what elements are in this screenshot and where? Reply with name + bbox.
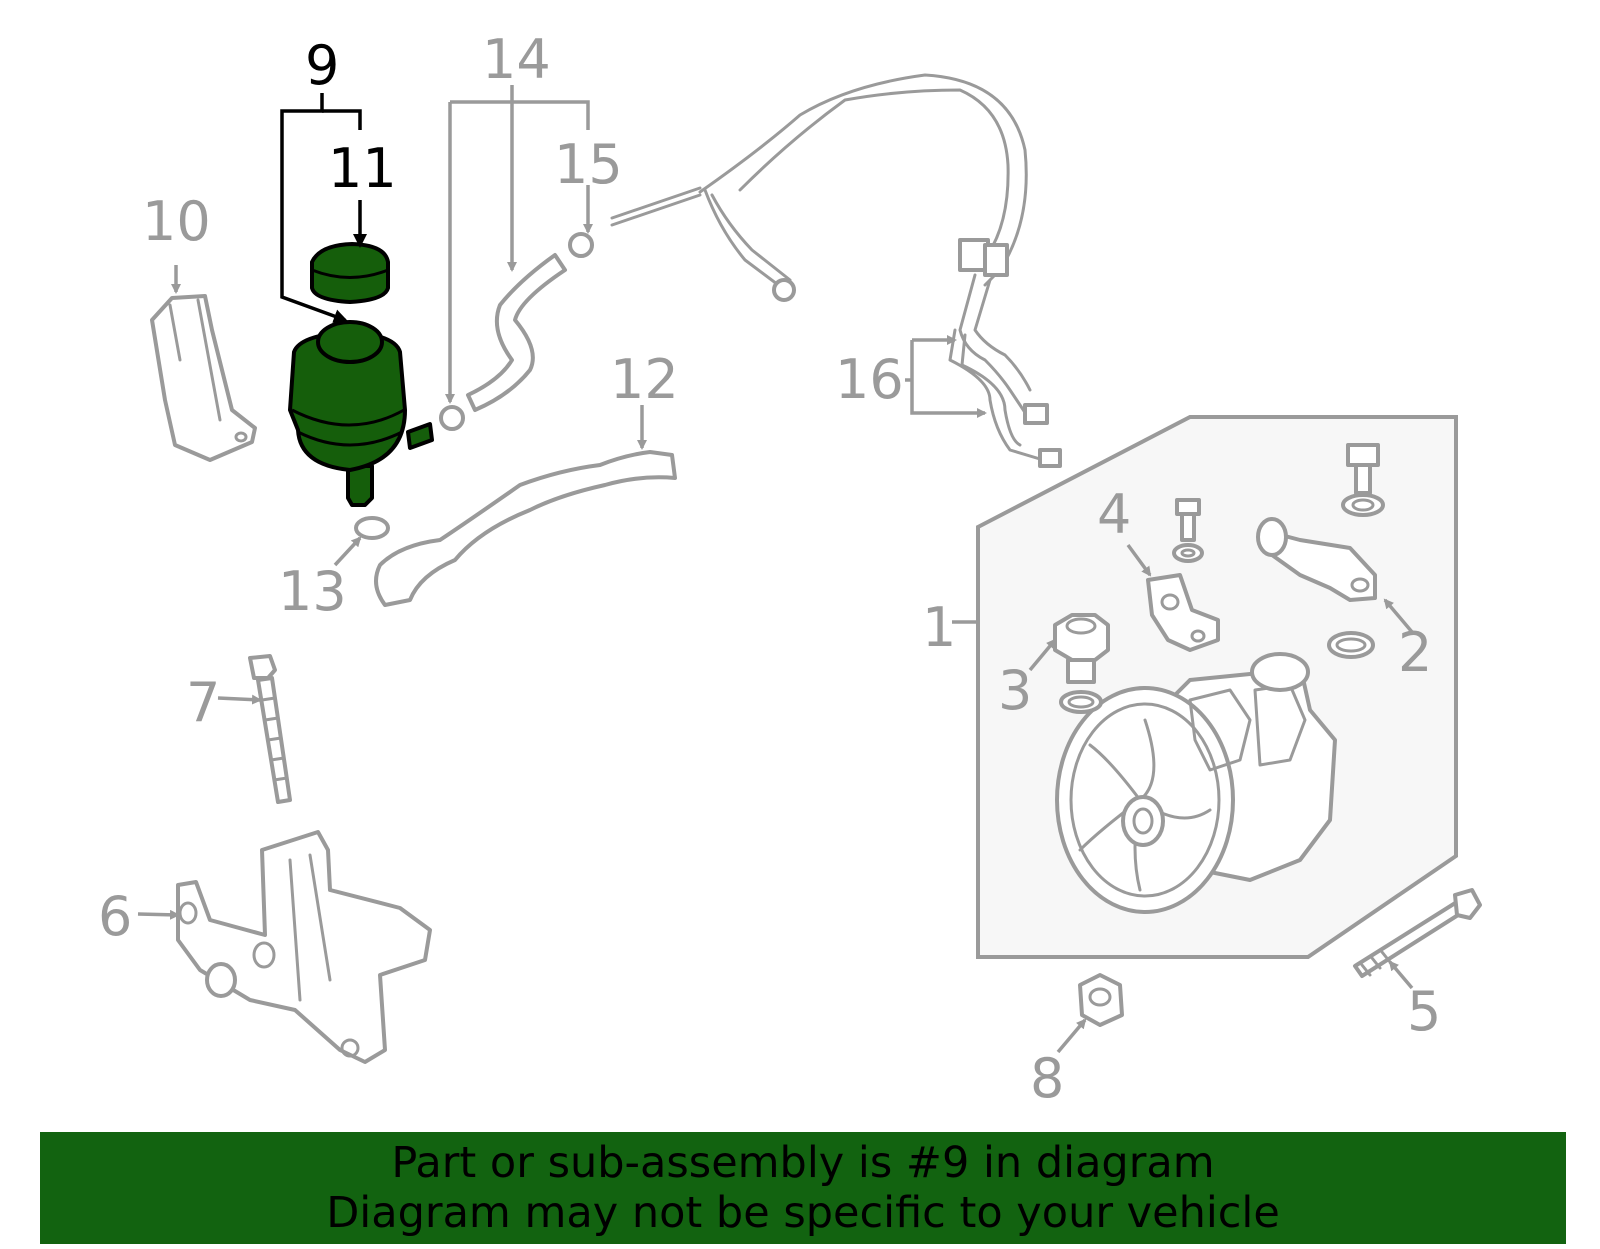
- callout-16: 16: [835, 348, 904, 411]
- pump-bracket-part-6: [176, 830, 432, 1064]
- pump-fitting-part-2: [1256, 517, 1377, 659]
- bracket-part-10: [150, 294, 257, 462]
- banner-line-2: Diagram may not be specific to your vehi…: [326, 1188, 1280, 1238]
- callout-7: 7: [186, 671, 220, 734]
- reservoir-cap-part-11: [310, 242, 390, 304]
- spacer-part-8: [1078, 973, 1124, 1027]
- union-fitting-part-3: [1053, 613, 1110, 714]
- callout-12: 12: [610, 348, 679, 411]
- callout-15: 15: [554, 133, 623, 196]
- small-bolt: [1172, 498, 1204, 563]
- bracket-part-4: [1146, 573, 1220, 652]
- callout-3: 3: [998, 659, 1032, 722]
- info-banner: Part or sub-assembly is #9 in diagram Di…: [40, 1132, 1566, 1244]
- callout-14: 14: [482, 28, 551, 91]
- callout-1: 1: [922, 596, 956, 659]
- bolt-part-7: [248, 654, 292, 804]
- power-steering-pump: [1055, 652, 1337, 914]
- callout-10: 10: [142, 190, 211, 253]
- callout-6: 6: [98, 885, 132, 948]
- callout-8: 8: [1030, 1047, 1064, 1110]
- hose-part-14: [466, 253, 567, 412]
- bolt-washer: [1341, 443, 1385, 517]
- hose-part-12: [374, 450, 677, 607]
- callout-labels: 9 11 10 14 15 12 13 16 1 4 2 3 7 6 5 8: [98, 28, 1441, 1110]
- reservoir-part-9: [288, 320, 434, 507]
- pressure-lines-part-16: [610, 73, 1062, 468]
- long-bolt-part-5: [1353, 888, 1482, 978]
- callout-2: 2: [1398, 621, 1432, 684]
- callout-11: 11: [328, 137, 397, 200]
- callout-9: 9: [305, 34, 339, 97]
- leader-lines: [137, 85, 1414, 1054]
- hose-clamps: [354, 232, 594, 540]
- banner-line-1: Part or sub-assembly is #9 in diagram: [391, 1138, 1215, 1188]
- callout-13: 13: [278, 560, 347, 623]
- callout-4: 4: [1097, 483, 1131, 546]
- callout-5: 5: [1407, 980, 1441, 1043]
